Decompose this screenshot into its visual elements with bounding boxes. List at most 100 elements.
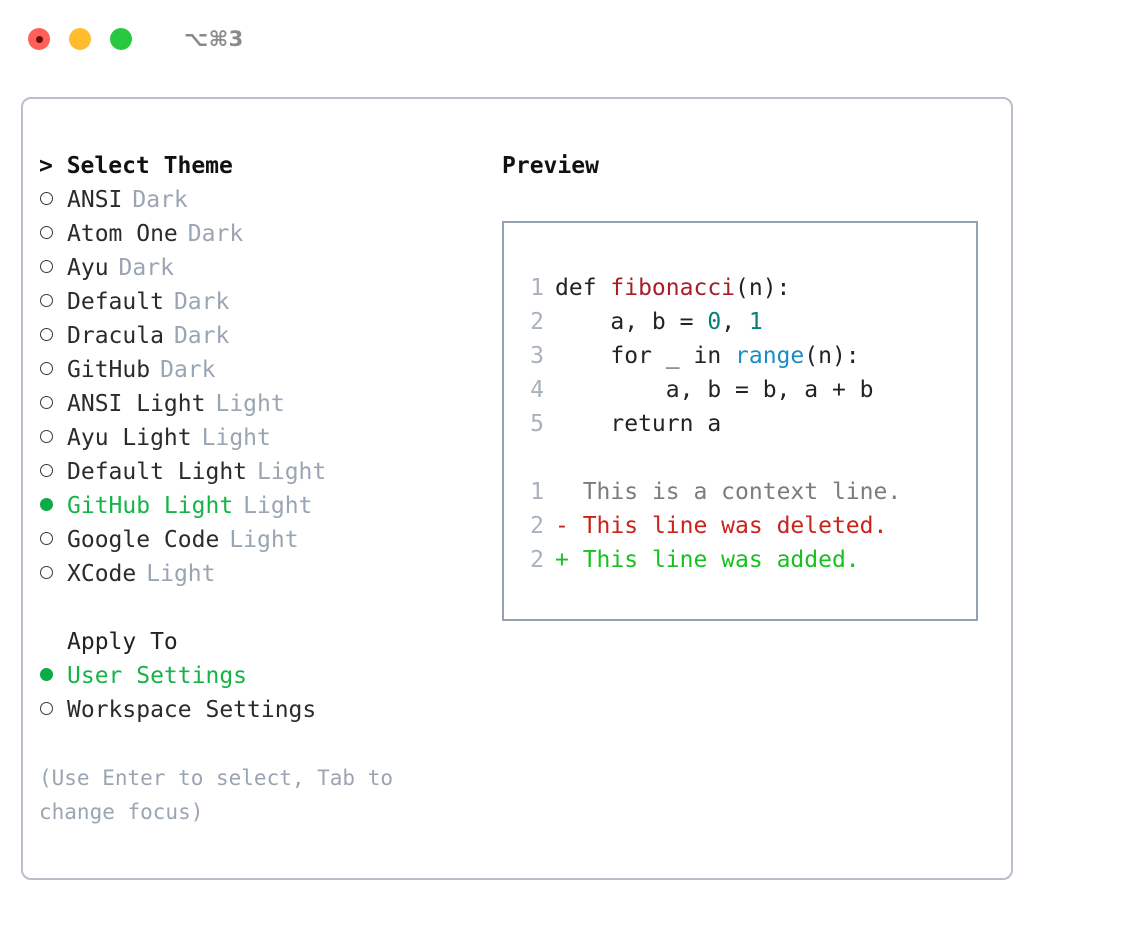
option-row[interactable]: Default Dark: [39, 285, 499, 319]
close-window-icon[interactable]: [28, 28, 50, 50]
code-token-plain: a, b = b, a + b: [555, 377, 874, 403]
radio-dot: [40, 260, 53, 273]
diff-text: - This line was deleted.: [555, 509, 887, 543]
code-token-plain: return a: [555, 411, 722, 437]
diff-marker: -: [555, 513, 583, 539]
radio-dot: [40, 294, 53, 307]
option-label: Dracula: [67, 323, 164, 349]
option-row[interactable]: User Settings: [39, 659, 499, 693]
option-label: Atom One: [67, 221, 178, 247]
option-label: Google Code: [67, 527, 220, 553]
diff-line: 2- This line was deleted.: [518, 509, 901, 543]
option-label: Ayu Light: [67, 425, 192, 451]
option-tag: Dark: [132, 187, 188, 213]
option-label: Default: [67, 289, 164, 315]
radio-dot: [40, 396, 53, 409]
option-tag: Dark: [173, 323, 230, 349]
option-row[interactable]: Dracula Dark: [39, 319, 499, 353]
diff-content: This is a context line.: [582, 479, 902, 505]
code-source: return a: [555, 407, 721, 441]
minimize-window-icon[interactable]: [69, 28, 91, 50]
diff-line: 2 + This line was added.: [518, 543, 901, 577]
option-tag: Dark: [187, 221, 244, 247]
code-token-plain: (n):: [735, 275, 791, 301]
radio-dot: [40, 532, 53, 545]
option-row[interactable]: Workspace Settings: [39, 693, 499, 727]
option-tag: Light: [146, 561, 216, 587]
code-token-num: 0: [707, 309, 722, 335]
option-row[interactable]: Atom One Dark: [39, 217, 499, 251]
diff-line-number: 1: [530, 479, 544, 505]
option-row[interactable]: Google Code Light: [39, 523, 499, 557]
option-label: Default Light: [67, 459, 248, 485]
option-label: ANSI: [67, 187, 123, 213]
code-diff-separator: [518, 441, 901, 475]
option-tag: Light: [257, 459, 327, 485]
diff-text: + This line was added.: [555, 543, 860, 577]
option-row[interactable]: Default Light Light: [39, 455, 499, 489]
option-row[interactable]: ANSI Dark: [39, 183, 499, 217]
radio-dot: [40, 192, 53, 205]
line-number: 2: [530, 309, 544, 335]
code-token-call: range: [735, 343, 805, 369]
code-line: 3 for _ in range(n):: [518, 339, 901, 373]
diff-content: This line was added.: [582, 547, 860, 573]
option-row[interactable]: ANSI Light Light: [39, 387, 499, 421]
diff-marker: [555, 479, 583, 505]
radio-dot: [40, 430, 53, 443]
diff-text: This is a context line.: [555, 475, 902, 509]
select-theme-header: > Select Theme: [39, 153, 233, 179]
zoom-window-icon[interactable]: [110, 28, 132, 50]
option-label: Ayu: [67, 255, 109, 281]
diff-line: 1 This is a context line.: [518, 475, 901, 509]
option-label: ANSI Light: [67, 391, 206, 417]
radio-dot: [40, 328, 53, 341]
radio-dot: [40, 668, 53, 681]
code-source: a, b = b, a + b: [555, 373, 874, 407]
code-token-plain: (n):: [804, 343, 860, 369]
option-tag: Light: [229, 527, 299, 553]
option-tag: Dark: [173, 289, 230, 315]
code-token-fn: fibonacci: [610, 275, 736, 301]
diff-content: This line was deleted.: [582, 513, 888, 539]
diff-line-number: 2: [530, 547, 544, 573]
apply-to-header: Apply To: [67, 629, 178, 655]
option-label: Workspace Settings: [67, 697, 317, 723]
list-spacer: [39, 591, 499, 625]
titlebar: ⌥⌘3: [0, 0, 1140, 78]
code-source: a, b = 0, 1: [555, 305, 763, 339]
code-token-plain: for _ in: [555, 343, 736, 369]
radio-dot: [40, 362, 53, 375]
line-number: 4: [530, 377, 544, 403]
keyboard-hint: (Use Enter to select, Tab to change focu…: [39, 766, 406, 824]
code-line: 2 a, b = 0, 1: [518, 305, 901, 339]
radio-dot: [40, 226, 53, 239]
option-tag: Light: [215, 391, 285, 417]
code-source: def fibonacci(n):: [555, 271, 790, 305]
line-number: 5: [530, 411, 544, 437]
option-label: User Settings: [67, 663, 248, 689]
code-token-num: 1: [748, 309, 763, 335]
code-token-plain: a, b =: [555, 309, 708, 335]
preview-header: Preview: [502, 153, 599, 179]
option-tag: Light: [243, 493, 313, 519]
code-source: for _ in range(n):: [555, 339, 860, 373]
radio-dot: [40, 566, 53, 579]
option-label: GitHub: [67, 357, 151, 383]
diff-line-number: 2: [530, 513, 544, 539]
radio-dot: [40, 464, 53, 477]
